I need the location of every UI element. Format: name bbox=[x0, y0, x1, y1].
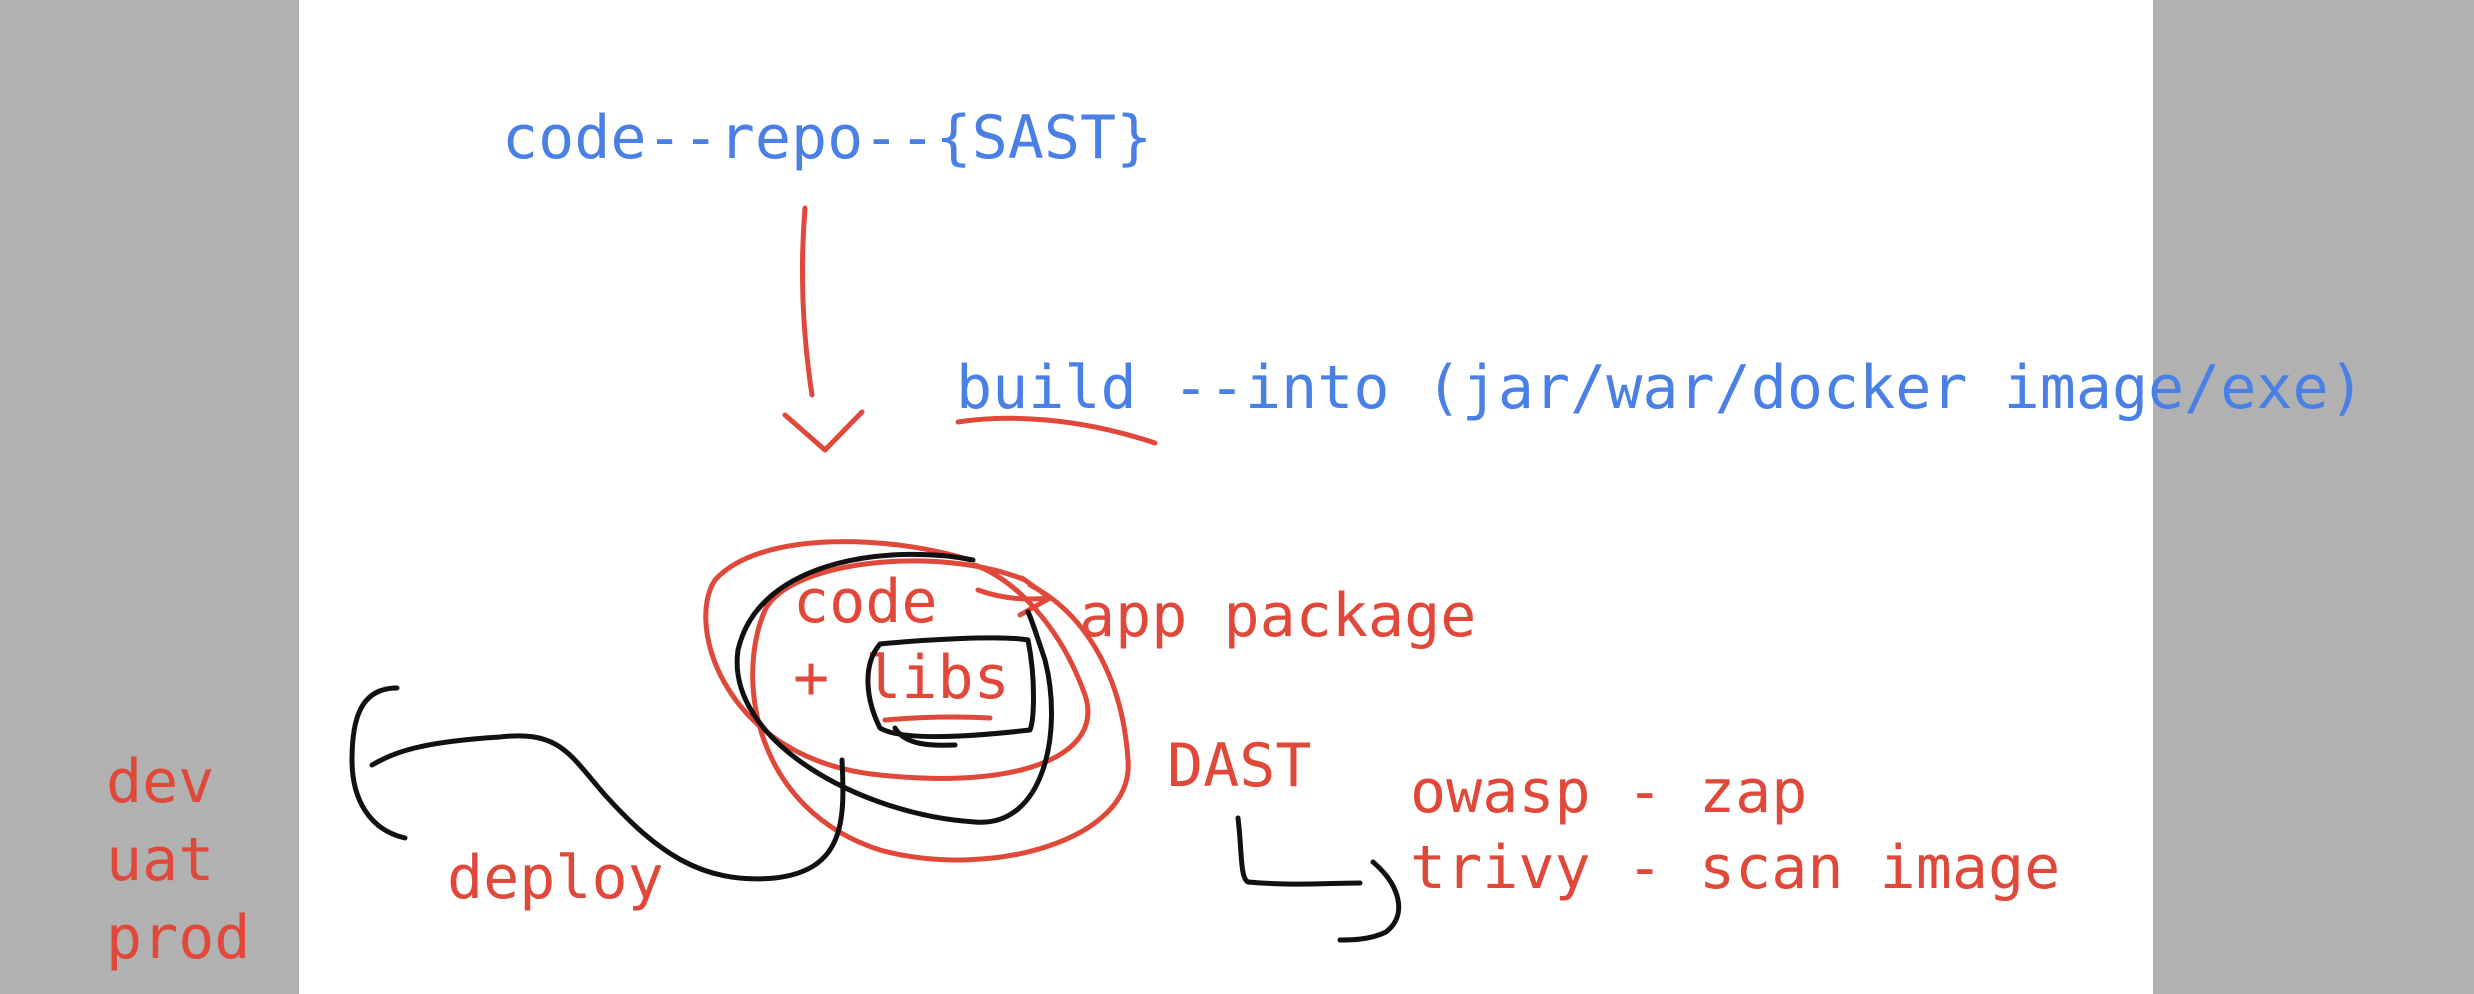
env-prod: prod bbox=[106, 903, 251, 973]
app-package-label: app package bbox=[1079, 581, 1477, 651]
package-code-text: code bbox=[793, 567, 938, 637]
dast-label: DAST bbox=[1167, 731, 1312, 801]
env-dev: dev bbox=[106, 747, 215, 817]
tool-trivy-scan-image: trivy - scan image bbox=[1410, 833, 2061, 903]
deploy-label: deploy bbox=[447, 843, 664, 913]
tool-owasp-zap: owasp - zap bbox=[1410, 757, 1808, 827]
build-into-text: build --into (jar/war/docker image/exe) bbox=[956, 353, 2365, 423]
code-repo-sast-text: code--repo--{SAST} bbox=[502, 103, 1153, 173]
env-uat: uat bbox=[106, 825, 215, 895]
package-libs-text: + libs bbox=[793, 643, 1010, 713]
